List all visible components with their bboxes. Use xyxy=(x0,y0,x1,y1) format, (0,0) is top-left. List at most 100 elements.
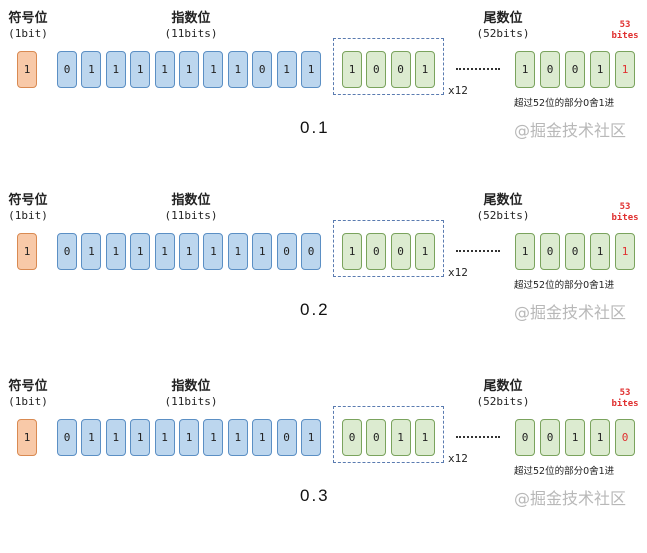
mantissa-tail-bit-value: 1 xyxy=(596,431,604,444)
sign-bits: (1bit) xyxy=(8,209,48,222)
exponent-bit: 0 xyxy=(57,51,77,88)
exponent-label: 指数位 (11bits) xyxy=(148,194,234,223)
mantissa-tail-bit: 0 xyxy=(515,419,535,456)
decimal-value: 0.3 xyxy=(300,486,330,505)
exponent-bit: 1 xyxy=(179,233,199,270)
repeat-bit-value: 0 xyxy=(372,431,380,444)
bit53-line1: 53 xyxy=(619,388,631,398)
repeat-group-box xyxy=(333,220,444,277)
mantissa-tail-bit: 0 xyxy=(540,51,560,88)
bit53-label: 53 bites xyxy=(605,388,645,410)
bit53: 0 xyxy=(615,419,635,456)
repeat-bit-value: 1 xyxy=(348,245,356,258)
exponent-bit: 1 xyxy=(203,233,224,270)
mantissa-tail-bit-value: 1 xyxy=(596,245,604,258)
repeat-bit-value: 0 xyxy=(397,245,404,258)
repeat-bit: 0 xyxy=(390,51,411,88)
bit53-line1: 53 xyxy=(619,202,631,212)
exponent-bit: 1 xyxy=(105,419,126,456)
sign-bit-value: 1 xyxy=(23,63,31,76)
exponent-bit: 1 xyxy=(203,419,224,456)
exponent-bit: 1 xyxy=(154,419,175,456)
exponent-bit-value: 1 xyxy=(234,431,242,444)
exponent-bit-value: 1 xyxy=(185,431,193,444)
repeat-group-box xyxy=(333,38,444,95)
repeat-bit: 1 xyxy=(414,51,435,88)
exponent-bit: 1 xyxy=(227,51,248,88)
exponent-bits: (11bits) xyxy=(164,395,218,408)
bit53-line2: bites xyxy=(611,399,639,409)
mantissa-title: 尾数位 xyxy=(483,379,523,394)
exponent-bit: 1 xyxy=(81,51,102,88)
exponent-bit-value: 1 xyxy=(283,63,290,76)
mantissa-tail-bit-value: 0 xyxy=(546,431,554,444)
mantissa-tail-bit: 0 xyxy=(565,51,585,88)
mantissa-bits: (52bits) xyxy=(476,395,530,408)
exponent-bit: 1 xyxy=(81,419,102,456)
exponent-bit-value: 1 xyxy=(88,431,95,444)
repeat-bit: 1 xyxy=(390,419,411,456)
sign-bit: 1 xyxy=(17,233,37,270)
exponent-bit-value: 1 xyxy=(112,431,120,444)
mantissa-tail-bit-value: 0 xyxy=(521,431,529,444)
mantissa-tail-bit: 0 xyxy=(565,233,585,270)
exponent-bit: 1 xyxy=(81,233,102,270)
watermark: @掘金技术社区 xyxy=(514,121,627,140)
exponent-bit-value: 1 xyxy=(210,431,217,444)
bit53-value: 1 xyxy=(621,245,629,258)
float-row-0-2: 符号位 (1bit) 指数位 (11bits) 尾数位 (52bits) 53 … xyxy=(0,182,647,367)
repeat-bit: 0 xyxy=(342,419,362,456)
bit53-label: 53 bites xyxy=(605,202,645,224)
mantissa-title: 尾数位 xyxy=(483,11,523,26)
mantissa-bits: (52bits) xyxy=(476,209,530,222)
exponent-bit: 1 xyxy=(227,419,248,456)
repeat-count: x12 xyxy=(448,452,468,465)
exponent-bit: 0 xyxy=(276,419,297,456)
mantissa-tail-bit: 0 xyxy=(540,419,560,456)
exponent-bit: 1 xyxy=(179,51,199,88)
exponent-title: 指数位 xyxy=(171,11,211,26)
repeat-bit-value: 0 xyxy=(372,63,380,76)
exponent-label: 指数位 (11bits) xyxy=(148,380,234,409)
repeat-bit: 1 xyxy=(342,51,362,88)
repeat-count: x12 xyxy=(448,84,468,97)
repeat-bit-value: 0 xyxy=(372,245,380,258)
float-row-0-3: 符号位 (1bit) 指数位 (11bits) 尾数位 (52bits) 53 … xyxy=(0,368,647,553)
exponent-bit-value: 1 xyxy=(307,431,315,444)
exponent-bit-value: 0 xyxy=(63,63,71,76)
sign-bits: (1bit) xyxy=(8,395,48,408)
exponent-bit-value: 1 xyxy=(161,63,168,76)
exponent-bits: (11bits) xyxy=(164,209,218,222)
exponent-bit-value: 1 xyxy=(161,431,168,444)
exponent-bit-value: 1 xyxy=(234,63,242,76)
ellipsis-dots xyxy=(456,250,500,252)
exponent-bit: 1 xyxy=(227,233,248,270)
exponent-bit-value: 1 xyxy=(136,431,144,444)
exponent-bit-value: 0 xyxy=(307,245,315,258)
exponent-bit: 1 xyxy=(154,233,175,270)
repeat-bit-value: 1 xyxy=(421,431,429,444)
mantissa-label: 尾数位 (52bits) xyxy=(460,380,546,409)
sign-bit: 1 xyxy=(17,419,37,456)
mantissa-title: 尾数位 xyxy=(483,193,523,208)
exponent-bit-value: 1 xyxy=(258,431,266,444)
exponent-bit-value: 0 xyxy=(63,431,71,444)
rounding-note: 超过52位的部分0舍1进 xyxy=(514,280,615,291)
sign-bit-value: 1 xyxy=(23,431,31,444)
repeat-bit: 1 xyxy=(342,233,362,270)
mantissa-label: 尾数位 (52bits) xyxy=(460,12,546,41)
sign-title: 符号位 xyxy=(8,193,48,208)
decimal-value: 0.1 xyxy=(300,118,330,137)
watermark: @掘金技术社区 xyxy=(514,489,627,508)
ellipsis-dots xyxy=(456,68,500,70)
exponent-bit: 1 xyxy=(301,419,321,456)
repeat-bit-value: 1 xyxy=(397,431,404,444)
exponent-bit-value: 1 xyxy=(136,63,144,76)
exponent-bit-value: 0 xyxy=(283,245,290,258)
mantissa-tail-bit-value: 0 xyxy=(546,63,554,76)
exponent-bit: 1 xyxy=(130,51,151,88)
repeat-bit-value: 1 xyxy=(421,245,429,258)
exponent-bit: 1 xyxy=(105,233,126,270)
exponent-bit-value: 1 xyxy=(112,245,120,258)
sign-bit: 1 xyxy=(17,51,37,88)
